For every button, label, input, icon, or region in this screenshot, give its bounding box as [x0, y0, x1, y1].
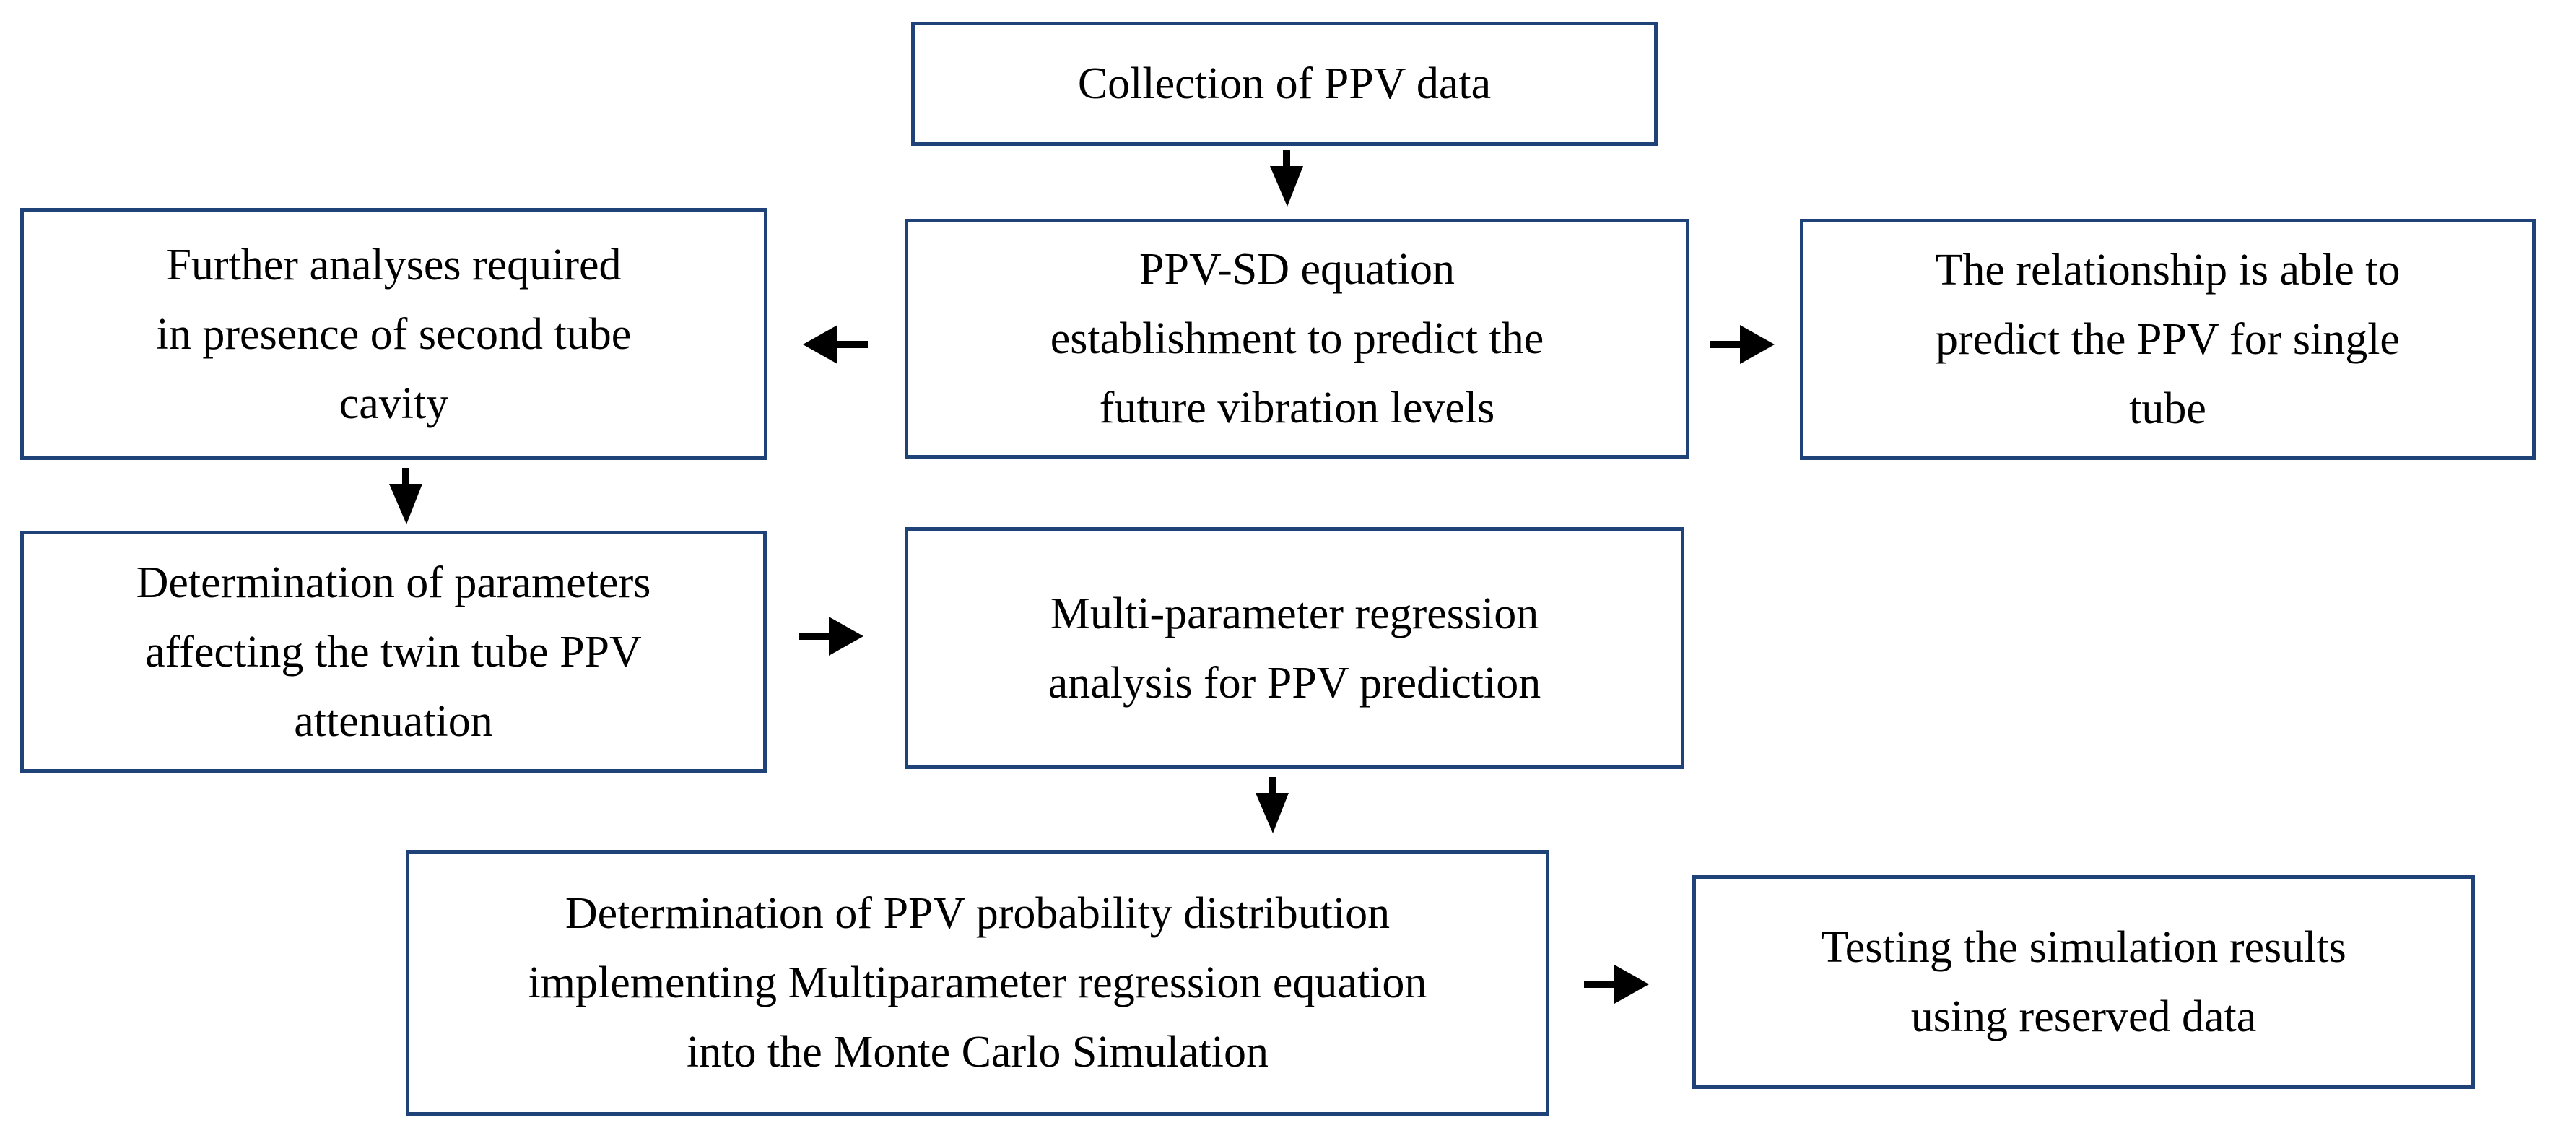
flowchart-box-ppv-probability-distribution-monte-carlo: Determination of PPV probability distrib…	[406, 850, 1549, 1116]
box-text-line: PPV-SD equation	[1139, 245, 1455, 294]
box-text-line: Further analyses required	[166, 240, 622, 290]
box-text-line: establishment to predict the	[1050, 314, 1544, 363]
arrow-down-icon	[1265, 150, 1308, 207]
box-text-line: The relationship is able to	[1935, 246, 2401, 295]
box-text-line: Determination of PPV probability distrib…	[565, 889, 1391, 938]
box-text-line: attenuation	[294, 696, 493, 746]
box-text-line: future vibration levels	[1099, 383, 1495, 433]
flowchart-box-testing-simulation-results: Testing the simulation results using res…	[1692, 875, 2475, 1089]
arrow-right-icon	[799, 614, 863, 659]
arrow-right-icon	[1710, 322, 1775, 367]
box-text-line: tube	[2129, 384, 2206, 433]
box-text-line: analysis for PPV prediction	[1048, 658, 1541, 708]
box-text-line: Multi-parameter regression	[1050, 589, 1539, 638]
box-text-line: implementing Multiparameter regression e…	[528, 958, 1427, 1007]
box-text-line: cavity	[339, 378, 449, 428]
arrow-down-icon	[384, 468, 427, 524]
box-text-line: Testing the simulation results	[1821, 923, 2346, 972]
flowchart-box-further-analyses-second-tube-cavity: Further analyses required in presence of…	[20, 208, 767, 460]
arrow-down-icon	[1250, 777, 1294, 833]
flowchart-box-ppv-sd-equation-establishment: PPV-SD equation establishment to predict…	[905, 219, 1689, 459]
box-text-line: affecting the twin tube PPV	[145, 627, 642, 677]
flowchart-box-determination-of-parameters-twin-tube: Determination of parameters affecting th…	[20, 531, 767, 773]
arrow-right-icon	[1584, 962, 1649, 1007]
box-text-line: predict the PPV for single	[1936, 315, 2400, 364]
box-text-line: Determination of parameters	[136, 557, 651, 607]
box-text-line: in presence of second tube	[156, 309, 632, 359]
flowchart-box-multi-parameter-regression-analysis: Multi-parameter regression analysis for …	[905, 527, 1684, 769]
flowchart-box-collection-of-ppv-data: Collection of PPV data	[911, 22, 1658, 146]
box-text-line: Collection of PPV data	[1077, 59, 1492, 108]
box-text-line: using reserved data	[1910, 992, 2257, 1041]
flowchart-box-relationship-predicts-single-tube-ppv: The relationship is able to predict the …	[1800, 219, 2536, 460]
arrow-left-icon	[803, 322, 868, 367]
box-text-line: into the Monte Carlo Simulation	[687, 1028, 1269, 1077]
